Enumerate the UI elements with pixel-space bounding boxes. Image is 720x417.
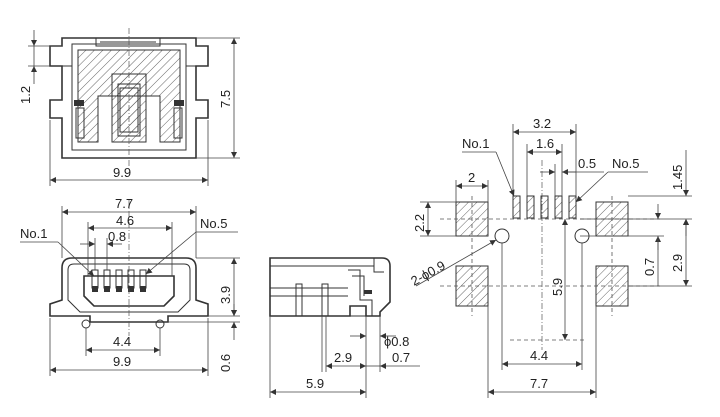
pcb-footprint: 3.2 1.6 0.5 No.1 No.5 2 2.2 1.45 <box>408 116 692 398</box>
front-dim-mid: 4.6 <box>116 213 134 228</box>
fp-dim-05: 0.5 <box>578 156 596 171</box>
front-dim-bottom-inner: 4.4 <box>113 334 131 349</box>
fp-dim-44: 4.4 <box>530 348 548 363</box>
signal-pads <box>512 195 577 219</box>
side-dim-07: 0.7 <box>392 350 410 365</box>
fp-dim-145: 1.45 <box>670 165 685 190</box>
top-dim-height: 7.5 <box>218 90 233 108</box>
front-shell <box>49 257 209 323</box>
side-post-2 <box>321 283 329 317</box>
side-body-outline <box>269 257 391 317</box>
top-dim-left: 1.2 <box>18 86 33 104</box>
fp-dim-59: 5.9 <box>550 278 565 296</box>
front-pins <box>91 269 147 292</box>
side-dim-29: 2.9 <box>334 350 352 365</box>
side-dim-59: 5.9 <box>306 376 324 391</box>
fp-dim-29: 2.9 <box>670 254 685 272</box>
fp-label-no5: No.5 <box>612 156 639 171</box>
hole-left <box>494 228 510 244</box>
fp-label-no1: No.1 <box>462 136 489 151</box>
fp-dim-22: 2.2 <box>412 214 427 232</box>
front-dim-pitch: 0.8 <box>108 229 126 244</box>
front-dim-foot: 0.6 <box>218 354 233 372</box>
fp-dim-77: 7.7 <box>530 376 548 391</box>
side-post-1 <box>295 283 303 317</box>
front-label-no1: No.1 <box>20 226 47 241</box>
fp-dim-32: 3.2 <box>533 116 551 131</box>
fp-dim-16: 1.6 <box>536 136 554 151</box>
fp-hole-label: 2-ϕ0.9 <box>408 258 448 289</box>
front-label-no5: No.5 <box>200 216 227 231</box>
top-view: 9.9 7.5 1.2 <box>18 28 240 186</box>
front-dim-bottom: 9.9 <box>113 354 131 369</box>
front-dim-top: 7.7 <box>115 196 133 211</box>
top-tab <box>95 37 161 47</box>
top-dim-width: 9.9 <box>113 165 131 180</box>
front-dim-height: 3.9 <box>218 286 233 304</box>
front-view: 7.7 4.6 0.8 No.1 No.5 4.4 9.9 3.9 <box>20 196 240 376</box>
fp-dim-07: 0.7 <box>642 258 657 276</box>
side-dim-hole: ϕ0.8 <box>384 334 409 349</box>
fp-dim-2: 2 <box>468 170 475 185</box>
side-view: ϕ0.8 2.9 0.7 5.9 <box>269 257 420 398</box>
